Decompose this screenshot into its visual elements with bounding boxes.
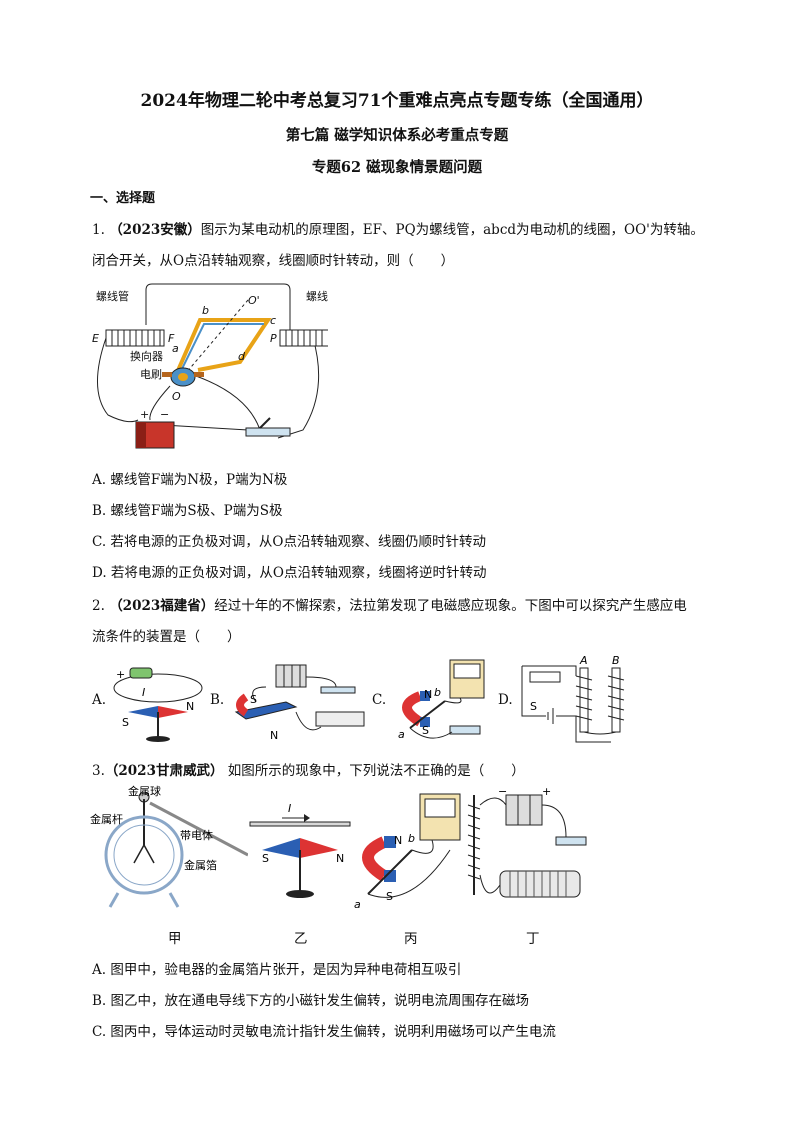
q3-bing-label-b: b [408,832,415,845]
q1-line1: 1. （2023安徽）图示为某电动机的原理图，EF、PQ为螺线管，abcd为电动… [92,218,704,238]
q1-label-plus: + [140,408,149,421]
q1-number: 1. [92,222,105,238]
q1-label-d: d [238,350,246,363]
q1-brush-wire-left [149,385,171,421]
q3-figure-bing: N b a S [354,793,461,911]
q2d-label-S: S [530,700,537,713]
q1-label-c: c [270,314,276,327]
q1-label-b: b [202,304,209,317]
q3-label-ball: 金属球 [128,785,161,798]
q1-battery-switch-wire [162,424,249,431]
q2-choice-b[interactable]: B. [210,692,225,708]
q3-yi-label-N: N [336,852,344,865]
q1-label-E: E [92,332,99,345]
q2b-label-S: S [250,693,257,706]
q3-yi-label-I: I [288,802,291,815]
q2-number: 2. [92,598,105,614]
q3-label-rod: 金属杆 [90,812,123,826]
page-title: 2024年物理二轮中考总复习71个重难点亮点专题专练（全国通用） [140,91,654,111]
part-title: 第七篇 磁学知识体系必考重点专题 [285,127,509,144]
q1-switch [245,417,291,437]
q2-figure-a: + I S N [113,667,203,742]
q2c-label-a: a [398,728,405,741]
q2-figure-c: N b a S [398,659,485,741]
q1-label-O: O [172,390,181,403]
q1-brush-wire-right [195,375,261,431]
q1-text2: 闭合开关，从O点沿转轴观察，线圈顺时针转动，则（ ） [92,253,455,269]
q2-figure-d: A B S [521,656,625,743]
q2c-label-S: S [422,724,429,737]
q1-motor-diagram: 螺线管 螺线管 E F P Q b c a d O' O 换向器 电刷 + − [92,283,328,449]
q3-bing-label-S: S [386,890,393,903]
q3-ding-label-plus: + [542,785,551,798]
q1-top-wire [145,283,291,330]
q3-figure-ding: − + [467,785,587,898]
q2-line1: 2. （2023福建省）经过十年的不懈探索，法拉第发现了电磁感应现象。下图中可以… [92,594,687,614]
q2c-label-b: b [434,686,441,699]
q2-choice-a[interactable]: A. [92,692,107,708]
q2-choice-c[interactable]: C. [372,692,387,708]
q3-label-charged: 带电体 [180,828,213,842]
q3-caption-jia: 甲 [168,931,182,947]
q1-option-c[interactable]: C. 若将电源的正负极对调，从O点沿转轴观察、线圈仍顺时针转动 [92,534,486,550]
q2a-label-S: S [122,716,129,729]
q1-label-minus: − [160,408,169,421]
q3-source: （2023甘肃威武） [104,763,224,779]
q1-label-solenoid-right: 螺线管 [306,289,328,303]
q2a-label-I: I [142,686,145,699]
q3-caption-ding: 丁 [526,931,540,947]
q3-option-a[interactable]: A. 图甲中，验电器的金属箔片张开，是因为异种电荷相互吸引 [92,962,462,978]
q2-choice-d[interactable]: D. [498,692,513,708]
q3-yi-label-S: S [262,852,269,865]
q3-caption-yi: 乙 [294,931,308,947]
q2d-label-B: B [612,656,620,667]
q1-label-brush: 电刷 [140,368,162,381]
q2a-label-N: N [186,700,194,713]
q1-label-O-prime: O' [248,294,260,307]
q1-label-F: F [168,332,175,345]
q1-label-solenoid-left: 螺线管 [96,289,129,303]
q2a-label-plus: + [116,668,125,681]
q1-commutator [162,367,204,387]
q1-label-a: a [172,342,179,355]
q3-bing-label-N: N [394,834,402,847]
q3-label-foil: 金属箔 [184,858,217,872]
q2-figure-b: S N [234,664,365,742]
q3-number: 3. [92,763,105,779]
q1-option-b[interactable]: B. 螺线管F端为S极、P端为S极 [92,503,283,519]
q2d-label-A: A [579,656,588,667]
q3-text1: 如图所示的现象中，下列说法不正确的是（ ） [227,763,525,779]
q3-figure-yi: I S N [249,802,351,898]
q1-option-d[interactable]: D. 若将电源的正负极对调，从O点沿转轴观察，线圈将逆时针转动 [92,565,487,581]
q3-option-c[interactable]: C. 图丙中，导体运动时灵敏电流计指针发生偏转，说明利用磁场可以产生电流 [92,1024,556,1040]
q1-battery [135,421,175,449]
q1-solenoid-ef [105,329,165,347]
q1-solenoid-pq [279,329,328,347]
section-heading: 一、选择题 [90,191,156,206]
q1-right-wire [277,337,320,439]
q3-ding-label-minus: − [498,785,507,798]
q2-text1: 经过十年的不懈探索，法拉第发现了电磁感应现象。下图中可以探究产生感应电 [214,598,687,614]
q1-text1: 图示为某电动机的原理图，EF、PQ为螺线管，abcd为电动机的线圈，OO'为转轴… [200,222,704,238]
q1-source: （2023安徽） [109,222,201,238]
q2-source: （2023福建省） [109,598,215,614]
q2b-label-N: N [270,729,278,742]
q1-coil [174,299,272,381]
q3-figure-jia: 金属球 金属杆 带电体 金属箔 [90,785,248,908]
q3-caption-bing: 丙 [404,931,418,947]
q3-option-b[interactable]: B. 图乙中，放在通电导线下方的小磁针发生偏转，说明电流周围存在磁场 [92,993,530,1009]
q1-left-wire [97,337,139,423]
q3-line1: 3.（2023甘肃威武） 如图所示的现象中，下列说法不正确的是（ ） [92,759,525,779]
q3-bing-label-a: a [354,898,361,911]
q1-label-P: P [270,332,277,345]
q1-option-a[interactable]: A. 螺线管F端为N极，P端为N极 [92,472,288,488]
q1-label-commutator: 换向器 [130,349,163,363]
topic-title: 专题62 磁现象情景题问题 [311,159,483,176]
q2-text2: 流条件的装置是（ ） [92,629,241,645]
q2c-label-N: N [424,688,432,701]
